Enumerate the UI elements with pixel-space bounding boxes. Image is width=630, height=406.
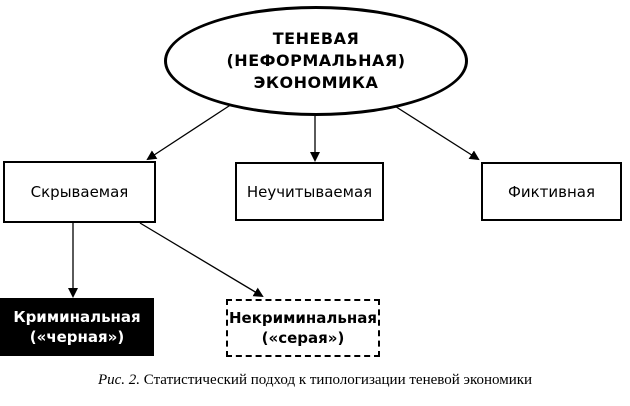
root-label-line3: ЭКОНОМИКА	[253, 73, 379, 92]
root-label-line2: (НЕФОРМАЛЬНАЯ)	[226, 51, 406, 70]
figure-caption-label: Рис. 2.	[97, 372, 141, 388]
node-criminal-label-line1: Криминальная	[13, 308, 141, 326]
node-hidden: Скрываемая	[3, 161, 156, 223]
arrow-root-to-hidden	[146, 103, 233, 161]
node-noncriminal-label-line2: («серая»)	[261, 329, 345, 347]
node-fictive: Фиктивная	[481, 162, 622, 221]
node-unrecorded-label: Неучитываемая	[246, 182, 373, 201]
root-node-shadow-economy: ТЕНЕВАЯ (НЕФОРМАЛЬНАЯ) ЭКОНОМИКА	[164, 6, 468, 116]
node-criminal-label-line2: («черная»)	[29, 328, 125, 346]
arrow-root-to-fictive	[389, 102, 480, 161]
node-unrecorded: Неучитываемая	[235, 162, 384, 221]
arrow-hidden-to-noncriminal	[139, 222, 264, 298]
node-fictive-label: Фиктивная	[507, 182, 596, 201]
node-criminal-black: Криминальная («черная»)	[0, 298, 154, 356]
node-noncriminal-grey: Некриминальная («серая»)	[226, 299, 380, 357]
node-noncriminal-label-line1: Некриминальная	[228, 309, 377, 327]
figure-caption-text: Статистический подход к типологизации те…	[143, 372, 533, 388]
node-hidden-label: Скрываемая	[30, 183, 129, 201]
root-label-line1: ТЕНЕВАЯ	[272, 29, 360, 48]
figure-caption: Рис. 2. Статистический подход к типологи…	[0, 372, 630, 389]
